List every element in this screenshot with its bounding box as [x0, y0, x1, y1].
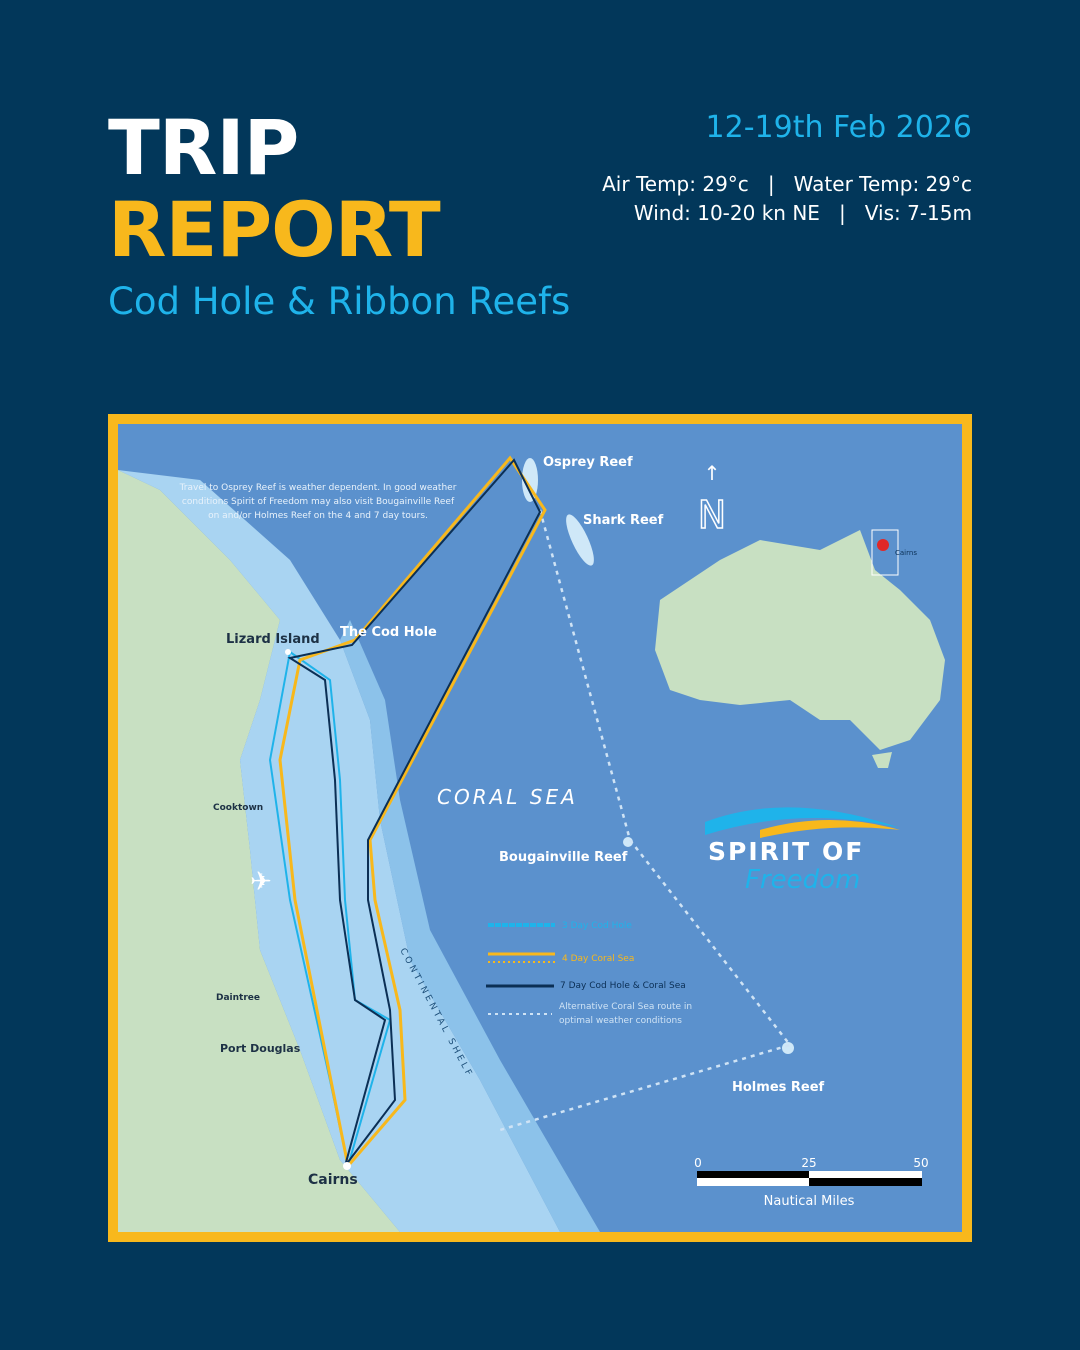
legend-alt-1: Alternative Coral Sea route in — [559, 1002, 692, 1012]
route-7day — [287, 458, 542, 1167]
australia-icon — [655, 530, 945, 750]
logo-script: Freedom — [745, 865, 860, 895]
label-cairns: Cairns — [308, 1172, 358, 1188]
legend-4day: 4 Day Coral Sea — [562, 954, 634, 964]
label-lizard: Lizard Island — [226, 632, 320, 647]
route-alternative — [499, 509, 793, 1132]
scale-bar: 0 25 50 Nautical Miles — [694, 1156, 928, 1209]
scale-tick-50: 50 — [913, 1156, 928, 1170]
legend-alt-2: optimal weather conditions — [559, 1016, 682, 1026]
scale-tick-0: 0 — [694, 1156, 702, 1170]
label-shark: Shark Reef — [583, 513, 664, 528]
subtitle: Cod Hole & Ribbon Reefs — [108, 280, 571, 323]
label-port-douglas: Port Douglas — [220, 1042, 301, 1055]
label-coral-sea: CORAL SEA — [437, 785, 578, 809]
reef-shelf — [118, 470, 560, 1232]
conditions-line2: Wind: 10-20 kn NE | Vis: 7-15m — [633, 201, 972, 225]
north-label: N — [698, 493, 726, 537]
location-pin-icon — [877, 539, 889, 551]
label-bougainville: Bougainville Reef — [499, 850, 628, 865]
logo-text: SPIRIT OF — [708, 837, 864, 866]
north-arrow-icon: ↑ — [704, 461, 721, 485]
inset-cairns-label: Cairns — [895, 549, 917, 557]
note-line-1: Travel to Osprey Reef is weather depende… — [179, 483, 457, 493]
conditions-line1: Air Temp: 29°c | Water Temp: 29°c — [602, 172, 972, 196]
mainland — [118, 470, 400, 1232]
label-holmes: Holmes Reef — [732, 1080, 825, 1095]
route-map: Cairns Travel to Osprey Reef is weather … — [108, 414, 972, 1242]
logo-wave-icon — [705, 807, 900, 835]
label-cooktown: Cooktown — [213, 803, 263, 813]
plane-icon: ✈ — [250, 867, 272, 897]
route-4day — [278, 455, 547, 1167]
conditions: Air Temp: 29°c | Water Temp: 29°c Wind: … — [602, 170, 972, 228]
label-codhole: The Cod Hole — [340, 625, 437, 640]
title-report: REPORT — [108, 185, 441, 274]
note-line-2: conditions Spirit of Freedom may also vi… — [182, 497, 455, 507]
label-daintree: Daintree — [216, 993, 260, 1003]
scale-unit: Nautical Miles — [764, 1194, 855, 1209]
label-osprey: Osprey Reef — [543, 455, 633, 470]
trip-date: 12-19th Feb 2026 — [705, 110, 972, 145]
legend-3day: 3 Day Cod Hole — [562, 921, 632, 931]
scale-tick-25: 25 — [801, 1156, 816, 1170]
note-line-3: on and/or Holmes Reef on the 4 and 7 day… — [208, 511, 428, 521]
legend-7day: 7 Day Cod Hole & Coral Sea — [560, 981, 686, 991]
title-trip: TRIP — [108, 103, 299, 192]
